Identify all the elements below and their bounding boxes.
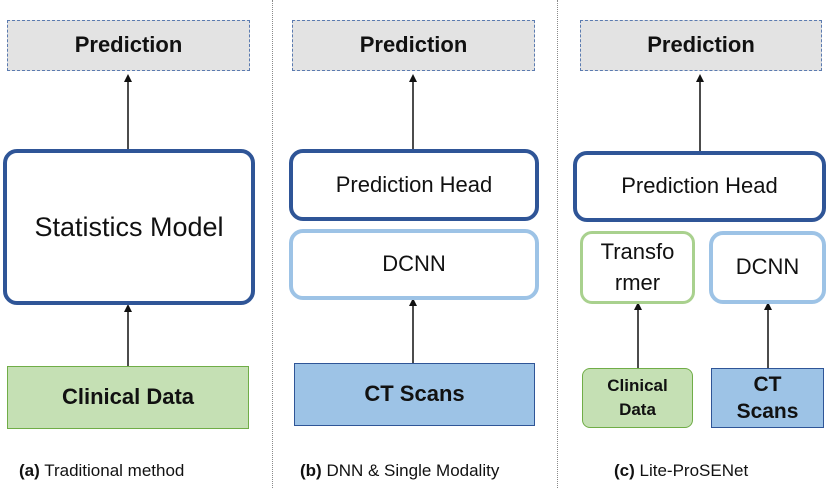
panel-b-caption-tag: (b) — [300, 461, 322, 480]
panel-b-ct-scans: CT Scans — [294, 363, 535, 426]
panel-b-prediction: Prediction — [292, 20, 535, 71]
panel-c-clinical-line2: Data — [619, 400, 656, 419]
panel-b-caption: (b) DNN & Single Modality — [300, 461, 499, 481]
panel-c-prediction-head: Prediction Head — [573, 151, 826, 222]
panel-c-transformer-line2: rmer — [614, 269, 661, 295]
panel-c-clinical-line1: Clinical — [607, 375, 668, 395]
panel-a-prediction: Prediction — [7, 20, 250, 71]
panel-c-transformer: Transfo rmer — [580, 231, 695, 304]
panel-a-caption: (a) Traditional method — [19, 461, 184, 481]
panel-b-caption-text: DNN & Single Modality — [321, 461, 500, 480]
panel-a-caption-text: Traditional method — [39, 461, 185, 480]
panel-c-ct-line1: CT — [753, 372, 782, 396]
panel-c-prediction: Prediction — [580, 20, 822, 71]
panel-c-ct-line2: Scans — [736, 400, 799, 423]
panel-c-transformer-line1: Transfo — [600, 239, 675, 265]
panel-a-caption-tag: (a) — [19, 461, 40, 480]
panel-c-dcnn: DCNN — [709, 231, 826, 304]
panel-c-caption: (c) Lite-ProSENet — [614, 461, 748, 481]
panel-a-statistics-model: Statistics Model — [3, 149, 255, 305]
panel-b-dcnn: DCNN — [289, 229, 539, 300]
panel-b-prediction-head: Prediction Head — [289, 149, 539, 221]
panel-divider-right — [557, 0, 558, 488]
panel-c-caption-tag: (c) — [614, 461, 635, 480]
panel-c-clinical-data: Clinical Data — [582, 368, 693, 428]
panel-c-ct-scans: CT Scans — [711, 368, 824, 428]
panel-a-clinical-data: Clinical Data — [7, 366, 249, 429]
panel-c-caption-text: Lite-ProSENet — [634, 461, 749, 480]
panel-divider-left — [272, 0, 273, 488]
